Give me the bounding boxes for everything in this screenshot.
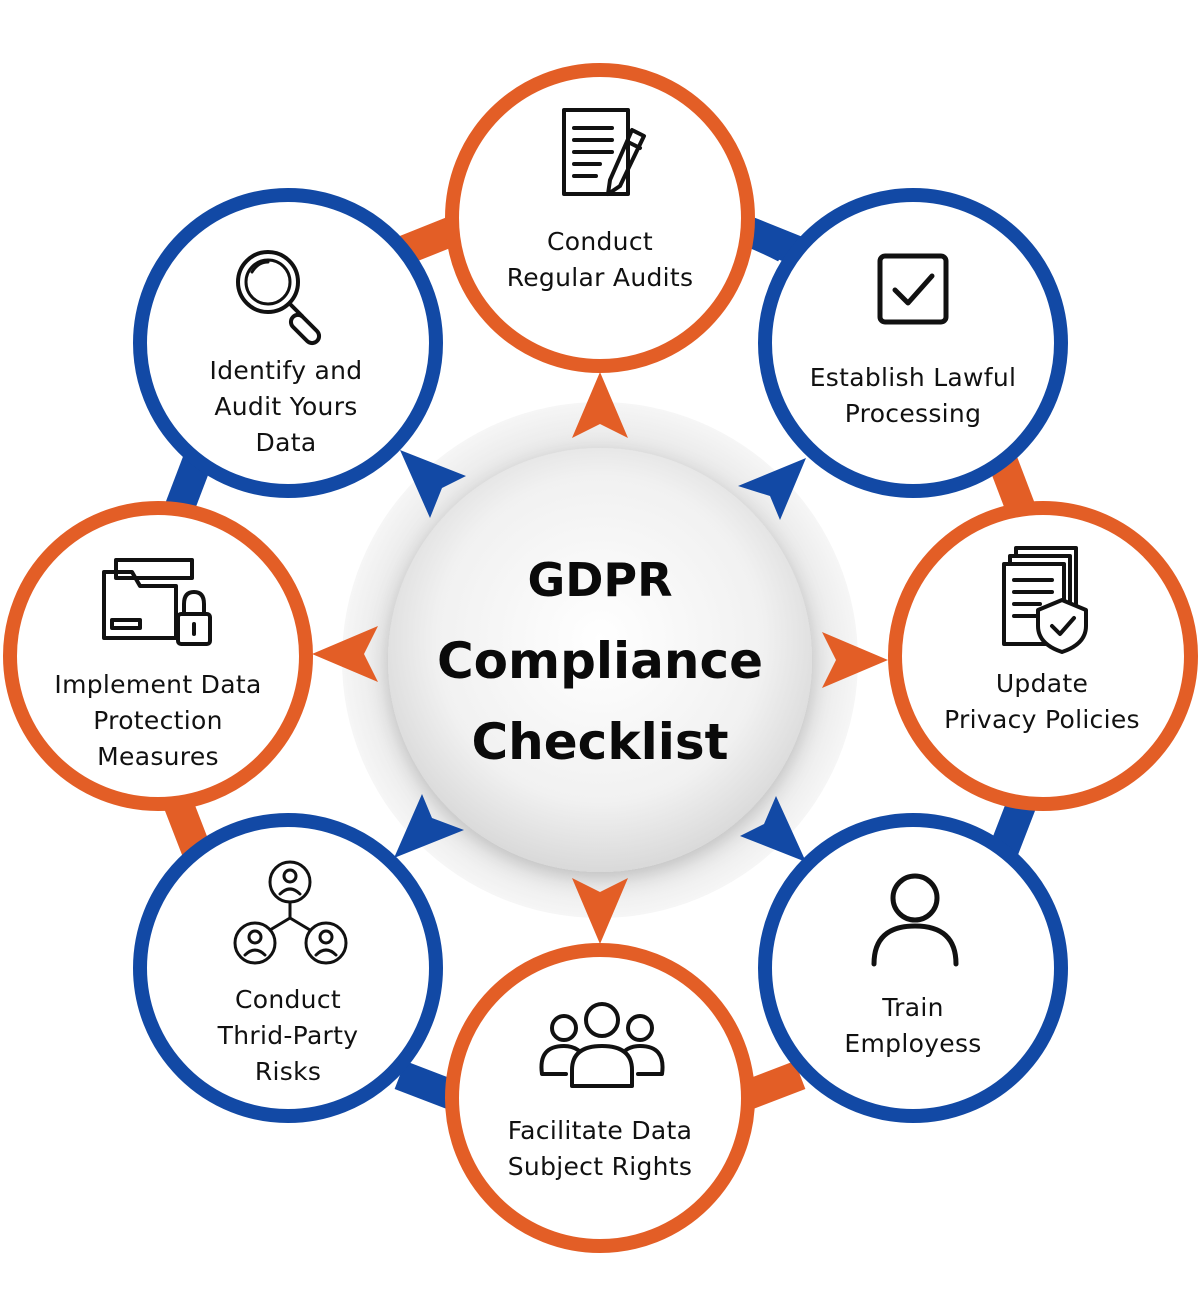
label-line: Processing: [844, 399, 982, 428]
node-ring-privacy: [888, 501, 1198, 811]
arrow-to-train: [740, 796, 806, 862]
node-ring-audits: [445, 63, 755, 373]
label-line: Measures: [97, 742, 219, 771]
policy-shield-icon: [1002, 546, 1088, 654]
arrow-to-privacy: [822, 632, 888, 688]
arrow-to-audits: [572, 372, 628, 438]
group-icon: [539, 1002, 665, 1088]
label-line: Identify and: [209, 356, 363, 385]
label-line: Conduct: [547, 227, 653, 256]
center-disc: [388, 448, 812, 872]
folder-lock-icon: [102, 558, 212, 646]
arrow-to-lawful: [738, 458, 806, 520]
network-users-icon: [233, 860, 348, 965]
node-label-privacy: Update Privacy Policies: [922, 666, 1162, 738]
label-line: Update: [995, 669, 1089, 698]
title-line: GDPR: [527, 553, 673, 607]
node-ring-protection: [3, 501, 313, 811]
node-ring-lawful: [758, 188, 1068, 498]
node-ring-rights: [445, 943, 755, 1253]
label-line: Data: [255, 428, 317, 457]
label-line: Employess: [844, 1029, 982, 1058]
arrow-to-thirdparty: [394, 794, 464, 858]
node-ring-identify: [133, 188, 443, 498]
label-line: Implement Data: [54, 670, 262, 699]
arrow-to-rights: [572, 878, 628, 944]
label-line: Establish Lawful: [809, 363, 1017, 392]
label-line: Protection: [93, 706, 223, 735]
arrow-to-protection: [312, 626, 378, 682]
label-line: Audit Yours: [214, 392, 358, 421]
arrow-to-identify: [400, 450, 466, 518]
arrows: [312, 372, 888, 944]
node-label-audits: Conduct Regular Audits: [480, 224, 720, 296]
label-line: Thrid-Party: [217, 1021, 359, 1050]
label-line: Risks: [254, 1057, 322, 1086]
label-line: Regular Audits: [506, 263, 694, 292]
node-label-thirdparty: Conduct Thrid-Party Risks: [168, 982, 408, 1090]
magnifier-icon: [236, 250, 322, 346]
node-label-protection: Implement Data Protection Measures: [38, 667, 278, 775]
label-line: Privacy Policies: [944, 705, 1140, 734]
document-pen-icon: [562, 108, 646, 196]
center-title: GDPR Compliance Checklist: [400, 540, 800, 782]
title-line: Compliance: [436, 632, 764, 690]
node-label-identify: Identify and Audit Yours Data: [166, 353, 406, 461]
title-line: Checklist: [471, 713, 729, 771]
label-line: Subject Rights: [507, 1152, 693, 1181]
label-line: Facilitate Data: [507, 1116, 693, 1145]
label-line: Conduct: [235, 985, 341, 1014]
node-label-train: Train Employess: [793, 990, 1033, 1062]
label-line: Train: [882, 993, 944, 1022]
node-label-rights: Facilitate Data Subject Rights: [480, 1113, 720, 1185]
node-ring-thirdparty: [133, 813, 443, 1123]
checkbox-icon: [877, 253, 949, 325]
node-label-lawful: Establish Lawful Processing: [793, 360, 1033, 432]
node-ring-train: [758, 813, 1068, 1123]
user-icon: [871, 873, 959, 967]
